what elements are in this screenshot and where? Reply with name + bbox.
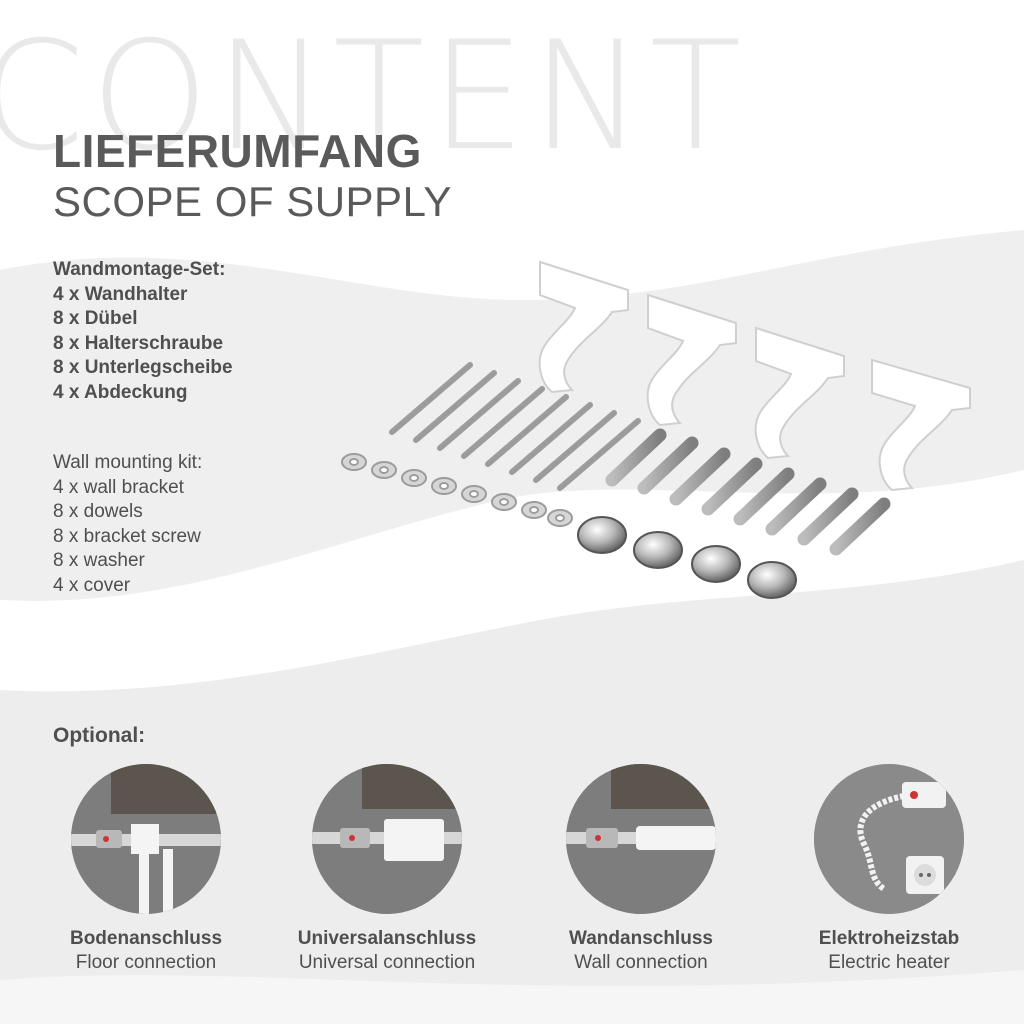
- optional-wall-connection: Wandanschluss Wall connection: [521, 764, 761, 974]
- electric-heater-photo-icon: [814, 764, 964, 914]
- option-label-german: Wandanschluss: [569, 928, 713, 949]
- kit-list-english: Wall mounting kit: 4 x wall bracket 8 x …: [53, 451, 202, 599]
- option-label-german: Elektroheizstab: [818, 928, 960, 949]
- option-label-english: Wall connection: [574, 952, 708, 973]
- kit-heading-english: Wall mounting kit:: [53, 452, 203, 473]
- kit-item: 8 x bracket screw: [53, 525, 201, 547]
- kit-list-german: Wandmontage-Set: 4 x Wandhalter 8 x Dübe…: [53, 258, 233, 406]
- universal-connection-photo-icon: [312, 764, 462, 914]
- page-title-english: SCOPE OF SUPPLY: [53, 178, 452, 225]
- option-label-german: Universalanschluss: [297, 928, 477, 949]
- option-label-english: Floor connection: [75, 952, 217, 973]
- kit-item: 8 x washer: [53, 550, 145, 572]
- optional-electric-heater: Elektroheizstab Electric heater: [769, 764, 1009, 974]
- kit-item: 4 x cover: [53, 574, 131, 596]
- dowel-icon: [605, 428, 891, 556]
- optional-heading: Optional:: [53, 724, 146, 747]
- cover-cap-icon: [577, 516, 797, 599]
- wall-connection-photo-icon: [566, 764, 716, 914]
- mounting-kit-image: [341, 260, 971, 599]
- optional-universal-connection: Universalanschluss Universal connection: [267, 764, 507, 974]
- kit-item: 8 x Halterschraube: [53, 332, 224, 354]
- kit-item: 4 x Wandhalter: [53, 283, 188, 305]
- kit-heading-german: Wandmontage-Set:: [53, 259, 226, 280]
- washer-icon: [341, 453, 573, 527]
- kit-item: 8 x dowels: [53, 501, 143, 523]
- option-label-english: Universal connection: [298, 952, 476, 973]
- bracket-screw-icon: [389, 362, 641, 491]
- watermark-text: CONTENT: [0, 10, 748, 184]
- floor-connection-photo-icon: [71, 764, 221, 914]
- option-label-german: Bodenanschluss: [69, 928, 223, 949]
- kit-item: 8 x Unterlegscheibe: [53, 357, 233, 379]
- optional-floor-connection: Bodenanschluss Floor connection: [26, 764, 266, 974]
- kit-item: 8 x Dübel: [53, 308, 138, 330]
- wall-bracket-icon: [538, 260, 971, 492]
- page-title-german: LIEFERUMFANG: [53, 125, 422, 177]
- option-label-english: Electric heater: [828, 952, 950, 973]
- kit-item: 4 x Abdeckung: [53, 381, 188, 403]
- kit-item: 4 x wall bracket: [53, 476, 184, 498]
